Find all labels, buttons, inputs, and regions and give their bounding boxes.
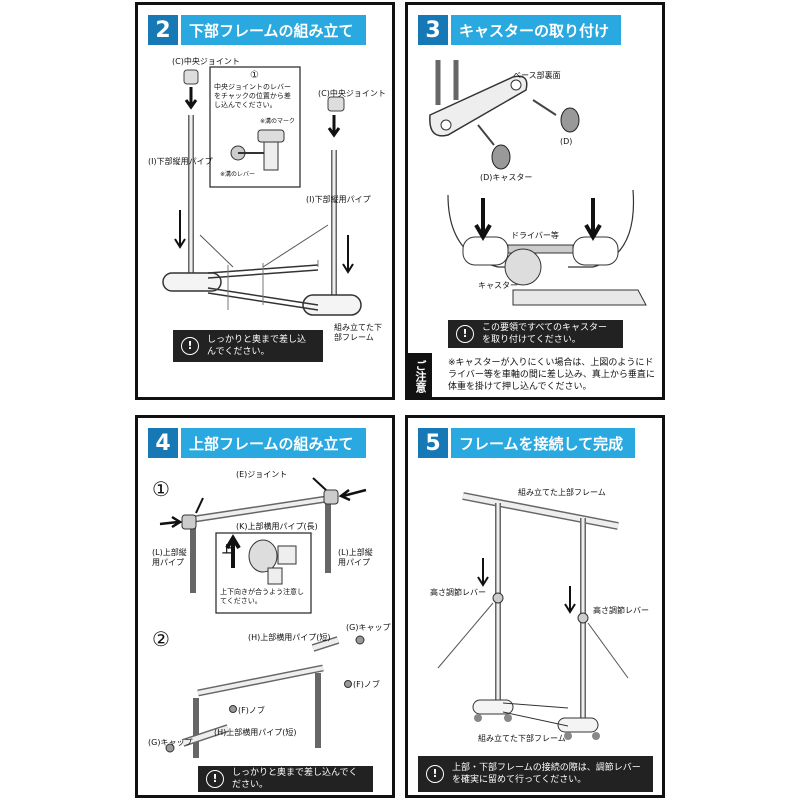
note-text: しっかりと奥まで差し込んでください。 xyxy=(207,335,307,357)
info-icon: ! xyxy=(181,337,199,355)
step-number: 5 xyxy=(418,428,451,458)
panel-header: 2 下部フレームの組み立て xyxy=(148,15,366,45)
joint-icon xyxy=(323,489,339,505)
panel-lower-frame: 2 下部フレームの組み立て xyxy=(135,2,395,400)
panel-upper-frame: 4 上部フレームの組み立て ① ② (E)ジョイント xyxy=(135,415,395,798)
inset-up-mark: 上 xyxy=(222,545,232,556)
label-lower-frame: 組み立てた下部フレーム xyxy=(478,734,566,743)
label-assembled-lower-frame: 組み立てた下部フレーム xyxy=(334,323,382,342)
driver-icon xyxy=(507,244,574,254)
arrow-down-icon xyxy=(564,586,576,614)
label-knob-top: (F)ノブ xyxy=(353,680,380,689)
step-title: キャスターの取り付け xyxy=(459,21,610,40)
inset-text: 中央ジョイントのレバーをチャックの位置から差し込んでください。 xyxy=(214,83,291,109)
panel-connect-frame: 5 フレームを接続して完成 組み立てた上部フレーム 高さ調節レバー xyxy=(405,415,665,798)
inset-mark-label: ※溝のマーク xyxy=(260,118,296,125)
inset-box xyxy=(209,66,301,188)
label-lever-right: 高さ調節レバー xyxy=(593,606,649,615)
label-lower-pipe-left: (I)下部縦用パイプ xyxy=(148,157,213,166)
inset-note: 上下向きが合うよう注意してください。 xyxy=(220,588,304,605)
label-joint-e: (E)ジョイント xyxy=(236,470,288,479)
step-title: 下部フレームの組み立て xyxy=(189,21,354,40)
caster-icon xyxy=(477,124,511,170)
label-caster-d: (D) xyxy=(560,137,573,146)
info-icon: ! xyxy=(426,765,444,783)
cap-icon xyxy=(355,635,365,645)
label-base-frame: ベース部裏面 xyxy=(513,71,561,80)
note-box: ! 上部・下部フレームの接続の際は、調節レバーを確実に留めて行ってください。 xyxy=(418,756,653,792)
label-upper-pipe-right: (L)上部縦用パイプ xyxy=(338,548,373,567)
caster-illustration xyxy=(429,60,647,306)
lever-icon xyxy=(577,612,589,624)
note-text: 上部・下部フレームの接続の際は、調節レバーを確実に留めて行ってください。 xyxy=(452,763,641,785)
arrow-icon xyxy=(195,497,204,514)
arrow-down-icon xyxy=(477,558,489,587)
step2-label: ② xyxy=(152,627,170,651)
panel-header: 3 キャスターの取り付け xyxy=(418,15,622,45)
info-icon: ! xyxy=(206,770,224,788)
label-center-joint-left: (C)中央ジョイント xyxy=(172,57,240,66)
arrow-icon xyxy=(312,477,327,491)
caution-text: ※キャスターが入りにくい場合は、上図のようにドライバー等を車軸の間に差し込み、真… xyxy=(448,358,655,392)
step-title: フレームを接続して完成 xyxy=(459,434,624,453)
arrow-right-icon xyxy=(159,515,183,529)
label-lever-left: 高さ調節レバー xyxy=(430,588,486,597)
step1-label: ① xyxy=(152,477,170,501)
step-number: 2 xyxy=(148,15,181,45)
note-text: この要領ですべてのキャスターを取り付けてください。 xyxy=(482,323,608,345)
note-box: ! しっかりと奥まで差し込んでください。 xyxy=(173,330,323,362)
label-driver: ドライバー等 xyxy=(511,231,559,240)
info-icon: ! xyxy=(456,325,474,343)
arrow-down-icon xyxy=(474,198,492,241)
lower-frame-illustration xyxy=(162,66,362,316)
center-joint-right-icon xyxy=(327,96,345,138)
caution-tag: ご注意 xyxy=(408,353,432,400)
label-caster: (D)キャスター xyxy=(480,173,533,182)
label-knob-bottom: (F)ノブ xyxy=(238,706,265,715)
complete-rack-illustration xyxy=(437,492,629,740)
label-upper-pipe-long: (K)上部横用パイプ(長) xyxy=(236,522,318,531)
label-lower-pipe-right: (I)下部縦用パイプ xyxy=(306,195,371,204)
caster-wheel-icon xyxy=(504,248,542,286)
label-short-pipe-bottom: (H)上部横用パイプ(短) xyxy=(214,728,297,737)
label-upper-frame: 組み立てた上部フレーム xyxy=(518,488,606,497)
label-cap-bottom: (G)キャップ xyxy=(148,738,193,747)
lever-icon xyxy=(492,592,504,604)
knob-icon xyxy=(229,705,237,713)
label-center-joint-right: (C)中央ジョイント xyxy=(318,89,386,98)
label-short-pipe-top: (H)上部横用パイプ(短) xyxy=(248,633,331,642)
inset-number: ① xyxy=(250,70,259,81)
label-cap-top: (G)キャップ xyxy=(346,623,391,632)
label-caster-wheel: キャスター xyxy=(478,281,518,290)
arrow-left-icon xyxy=(338,488,367,502)
note-box: ! この要領ですべてのキャスターを取り付けてください。 xyxy=(448,320,623,348)
caster-icon xyxy=(532,99,580,133)
panel-header: 5 フレームを接続して完成 xyxy=(418,428,636,458)
joint-icon xyxy=(181,514,197,530)
note-box: ! しっかりと奥まで差し込んでください。 xyxy=(198,766,373,792)
upper-frame-illustration xyxy=(159,477,367,758)
label-upper-pipe-left: (L)上部縦用パイプ xyxy=(152,548,187,567)
step-title: 上部フレームの組み立て xyxy=(189,434,354,453)
step-number: 3 xyxy=(418,15,451,45)
arrow-down-icon xyxy=(342,235,354,274)
step-number: 4 xyxy=(148,428,181,458)
panel-caster: 3 キャスターの取り付け ベース部裏面 (D) (D)キャスター ド xyxy=(405,2,665,400)
center-joint-left-icon xyxy=(183,69,199,110)
arrow-down-icon xyxy=(174,210,186,249)
inset-lever-label: ※溝のレバー xyxy=(220,171,256,178)
note-text: しっかりと奥まで差し込んでください。 xyxy=(232,768,358,790)
knob-icon xyxy=(344,680,352,688)
arrow-down-icon xyxy=(584,198,602,241)
cap-icon xyxy=(165,743,175,753)
base-frame-shape xyxy=(429,60,528,137)
base-frame-shape xyxy=(472,699,600,740)
panel-header: 4 上部フレームの組み立て xyxy=(148,428,366,458)
arrow-up-icon xyxy=(225,534,241,568)
base-frame-shape xyxy=(162,260,362,316)
